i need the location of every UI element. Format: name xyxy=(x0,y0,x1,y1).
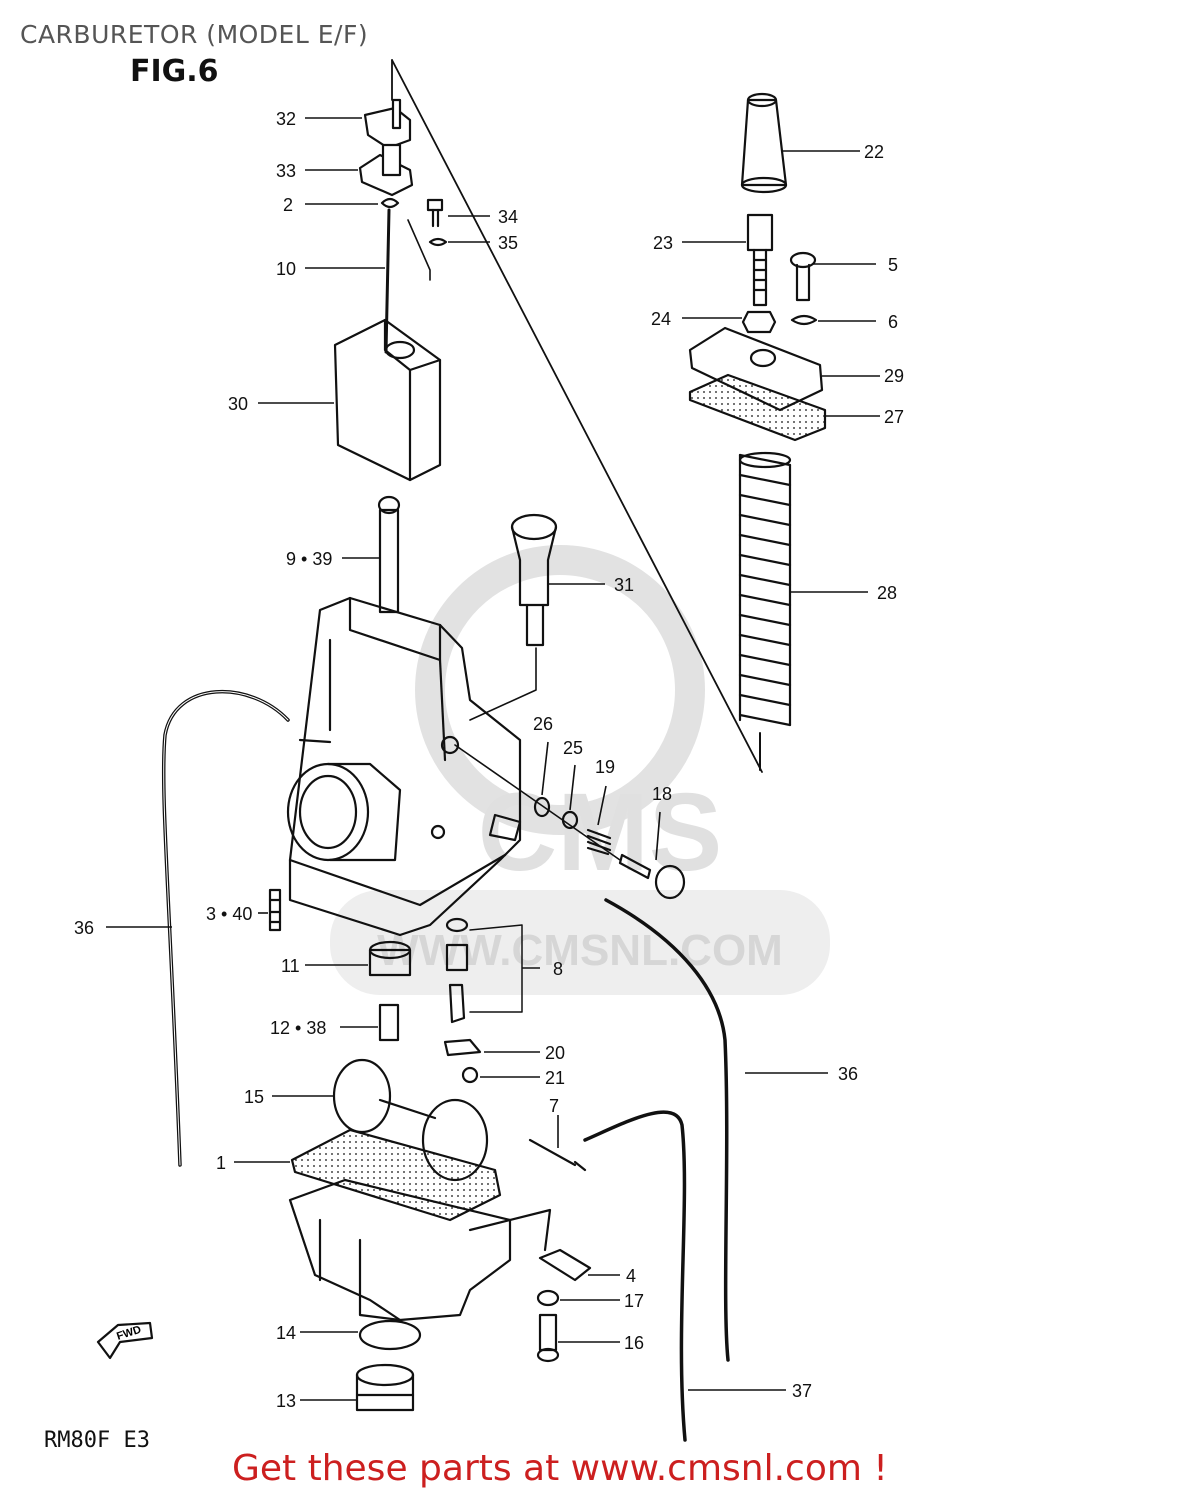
callout-14: 14 xyxy=(276,1323,296,1343)
part-32-cable-adjuster xyxy=(363,98,412,150)
callout-33: 33 xyxy=(276,161,296,181)
part-4-bracket xyxy=(538,1248,592,1282)
part-11-jet-holder xyxy=(368,940,412,977)
part-21-pin xyxy=(461,1066,479,1084)
callout-25: 25 xyxy=(563,738,583,758)
part-29-top-cap xyxy=(688,326,824,412)
part-13-drain-plug xyxy=(355,1363,415,1412)
part-5-screw xyxy=(789,251,817,302)
part-36-vent-hose-right xyxy=(604,898,730,1362)
part-20-float-arm xyxy=(443,1038,482,1057)
callout-21: 21 xyxy=(545,1068,565,1088)
assembly-guide-line xyxy=(391,59,763,773)
part-30-throttle-valve xyxy=(333,318,442,482)
callout-23: 23 xyxy=(653,233,673,253)
callout-5: 5 xyxy=(888,255,898,275)
callout-35: 35 xyxy=(498,233,518,253)
callout-31: 31 xyxy=(614,575,634,595)
part-3-pilot-jet xyxy=(268,888,282,932)
part-2-clip xyxy=(380,197,400,209)
callout-3-40: 3 • 40 xyxy=(206,904,252,924)
callout-29: 29 xyxy=(884,366,904,386)
part-37-overflow-hose xyxy=(583,1110,687,1442)
callout-7: 7 xyxy=(549,1096,559,1116)
callout-36: 36 xyxy=(838,1064,858,1084)
callout-11: 11 xyxy=(281,956,300,976)
part-1-gasket xyxy=(290,1128,502,1222)
callout-2: 2 xyxy=(283,195,293,215)
part-33-plate xyxy=(358,143,414,197)
callout-36: 36 xyxy=(74,918,94,938)
callout-27: 27 xyxy=(884,407,904,427)
callout-1: 1 xyxy=(216,1153,226,1173)
part-12-main-jet xyxy=(378,1003,400,1042)
part-7-bolt xyxy=(528,1138,587,1172)
callout-32: 32 xyxy=(276,109,296,129)
part-18-air-screw xyxy=(618,853,686,900)
callout-10: 10 xyxy=(276,259,296,279)
callout-28: 28 xyxy=(877,583,897,603)
callout-4: 4 xyxy=(626,1266,636,1286)
callout-22: 22 xyxy=(864,142,884,162)
part-17-washer xyxy=(536,1289,560,1307)
callout-15: 15 xyxy=(244,1087,264,1107)
figure-number: FIG.6 xyxy=(130,54,219,89)
callout-26: 26 xyxy=(533,714,553,734)
callout-24: 24 xyxy=(651,309,671,329)
callout-16: 16 xyxy=(624,1333,644,1353)
part-9-needle-jet xyxy=(377,495,401,614)
part-16-screw xyxy=(536,1313,560,1363)
carburetor-body xyxy=(286,596,522,937)
watermark: CMS WWW.CMSNL.COM xyxy=(330,545,830,995)
watermark-url: WWW.CMSNL.COM xyxy=(377,926,783,975)
part-34-screw xyxy=(426,198,444,228)
part-22-rubber-cap xyxy=(740,92,788,194)
fwd-arrow-icon xyxy=(96,1321,154,1360)
diagram-title: CARBURETOR (MODEL E/F) xyxy=(20,20,369,49)
callout-13: 13 xyxy=(276,1391,296,1411)
callout-18: 18 xyxy=(652,784,672,804)
footer-link-text[interactable]: Get these parts at www.cmsnl.com ! xyxy=(232,1448,888,1489)
callout-34: 34 xyxy=(498,207,518,227)
float-bowl xyxy=(288,1178,552,1322)
watermark-brand: CMS xyxy=(478,771,722,894)
callout-30: 30 xyxy=(228,394,248,414)
part-25-washer xyxy=(561,810,579,830)
part-28-spring xyxy=(738,451,792,727)
callout-labels: 32 33 2 34 35 10 30 22 23 5 24 6 29 27 28 9 • 39 31 26 25 1… xyxy=(74,109,904,1411)
part-23-adjuster xyxy=(746,213,774,307)
part-14-o-ring xyxy=(358,1319,422,1351)
part-24-nut xyxy=(741,310,777,334)
part-6-washer xyxy=(790,314,818,326)
part-19-spring xyxy=(586,828,612,856)
part-31-starter-plunger xyxy=(510,513,558,647)
part-10-jet-needle xyxy=(384,208,391,354)
part-27-gasket xyxy=(688,373,827,442)
callout-9-39: 9 • 39 xyxy=(286,549,332,569)
model-code: RM80F E3 xyxy=(44,1428,150,1453)
part-26-o-ring xyxy=(533,796,551,818)
callout-6: 6 xyxy=(888,312,898,332)
callout-20: 20 xyxy=(545,1043,565,1063)
part-35-washer xyxy=(428,237,448,247)
callout-12-38: 12 • 38 xyxy=(270,1018,326,1038)
callout-37: 37 xyxy=(792,1381,812,1401)
callout-8: 8 xyxy=(553,959,563,979)
callout-17: 17 xyxy=(624,1291,644,1311)
callout-19: 19 xyxy=(595,757,615,777)
